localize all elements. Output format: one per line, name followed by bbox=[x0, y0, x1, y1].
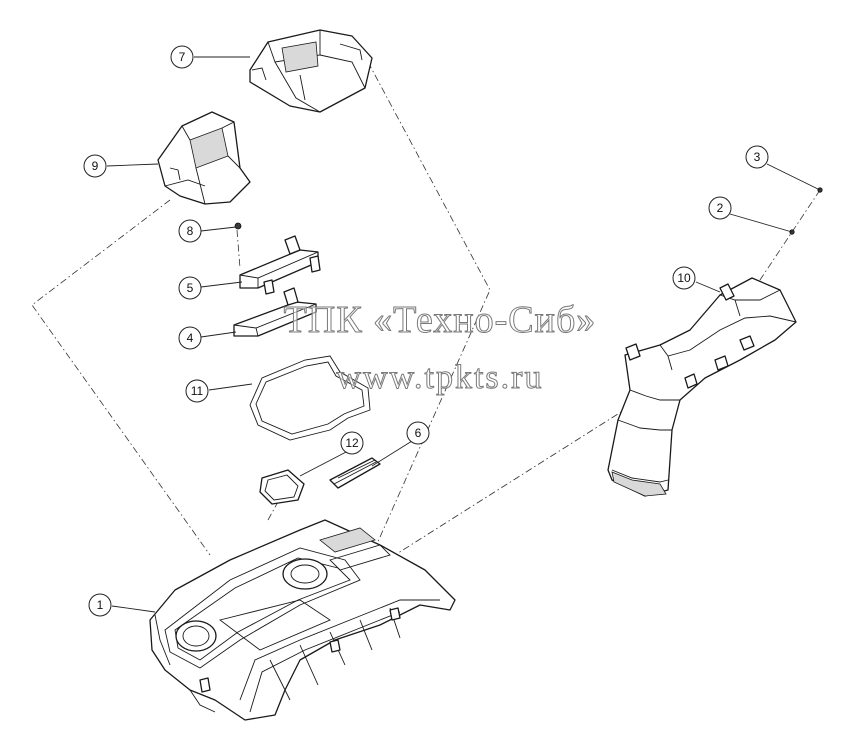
callout-7: 7 bbox=[170, 45, 194, 69]
callout-3: 3 bbox=[745, 145, 769, 169]
callout-label: 2 bbox=[717, 201, 724, 215]
callout-9: 9 bbox=[83, 154, 107, 178]
part-7-upper-duct bbox=[249, 29, 373, 113]
assembly-lines bbox=[31, 61, 821, 556]
callout-label: 7 bbox=[179, 50, 186, 64]
callout-10: 10 bbox=[672, 266, 696, 290]
callout-4: 4 bbox=[178, 326, 202, 350]
part-5-bracket bbox=[239, 235, 321, 295]
callout-label: 6 bbox=[415, 426, 422, 440]
callout-label: 10 bbox=[677, 271, 691, 285]
watermark-line2: www.tpkts.ru bbox=[337, 359, 544, 396]
watermark: ТПК «Техно-Сиб» www.tpkts.ru bbox=[283, 299, 597, 397]
watermark-line1: ТПК «Техно-Сиб» bbox=[284, 299, 597, 341]
callout-2: 2 bbox=[708, 196, 732, 220]
part-6-grille bbox=[329, 457, 381, 489]
part-4-bracket bbox=[233, 287, 317, 337]
callout-label: 3 bbox=[754, 150, 761, 164]
part-11-gasket bbox=[249, 355, 371, 441]
part-10-air-duct bbox=[607, 277, 797, 497]
callout-1: 1 bbox=[88, 593, 112, 617]
callout-12: 12 bbox=[340, 431, 364, 455]
callout-8: 8 bbox=[178, 219, 202, 243]
callout-label: 11 bbox=[191, 384, 204, 398]
callout-6: 6 bbox=[406, 421, 430, 445]
callout-label: 9 bbox=[92, 159, 99, 173]
callout-label: 4 bbox=[187, 331, 194, 345]
part-9-left-duct bbox=[157, 111, 251, 205]
callout-label: 8 bbox=[187, 224, 194, 238]
callout-label: 12 bbox=[345, 436, 359, 450]
part-1-console bbox=[149, 519, 456, 721]
part-12-seal bbox=[259, 469, 305, 505]
callout-5: 5 bbox=[178, 276, 202, 300]
part-8-bolt bbox=[234, 222, 242, 230]
callout-label: 5 bbox=[187, 281, 194, 295]
leader-lines bbox=[106, 56, 821, 613]
callout-label: 1 bbox=[97, 598, 104, 612]
callout-11: 11 bbox=[185, 379, 209, 403]
